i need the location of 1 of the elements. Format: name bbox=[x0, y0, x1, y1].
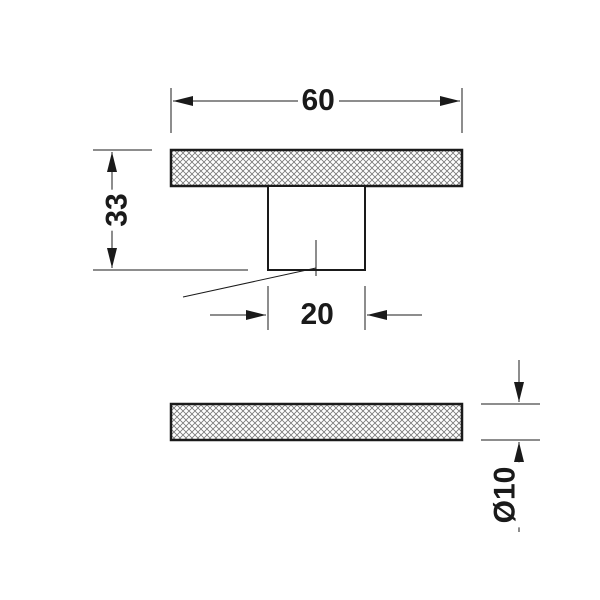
dimension-label: Ø10 bbox=[490, 462, 520, 528]
